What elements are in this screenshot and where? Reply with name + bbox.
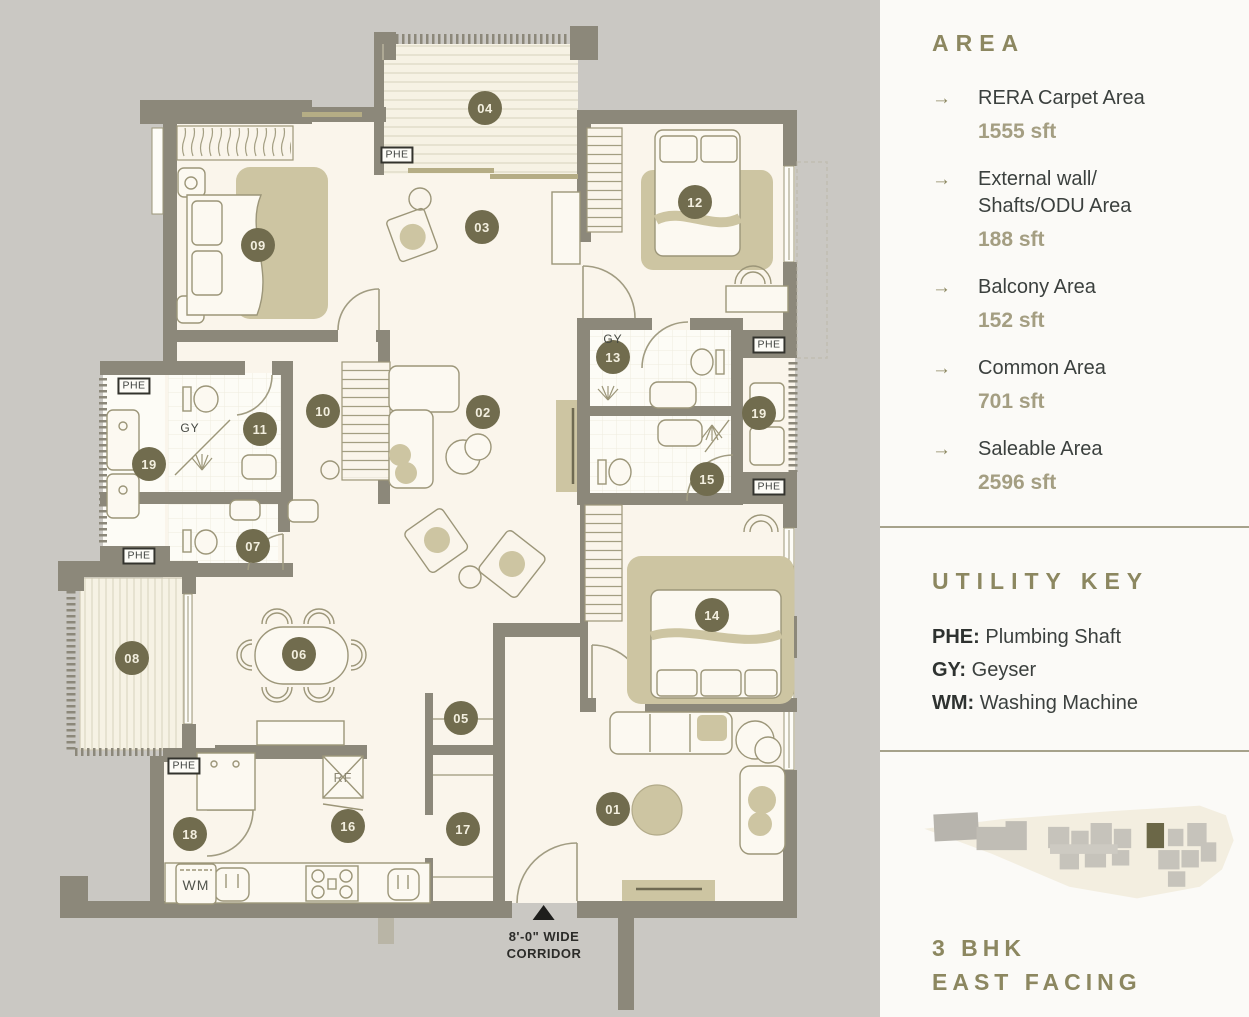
site-plan-icon <box>924 805 1234 899</box>
utility-list: PHE: Plumbing Shaft GY: Geyser WM: Washi… <box>932 621 1249 720</box>
bathroom-15 <box>597 419 730 486</box>
utility-18 <box>175 863 217 905</box>
utility-item-wm: WM: Washing Machine <box>932 687 1249 720</box>
unit-type-line2: EAST FACING <box>932 969 1142 995</box>
doors-layer <box>206 168 734 904</box>
utility-item-phe: PHE: Plumbing Shaft <box>932 621 1249 654</box>
utility-19-left <box>106 409 140 519</box>
area-item-value: 1555 sft <box>978 120 1057 143</box>
arrow-icon: → <box>932 88 951 109</box>
corridor-note: 8'-0" WIDE CORRIDOR <box>507 905 582 962</box>
foyer-03 <box>386 187 581 265</box>
area-item-label: Common Area <box>978 357 1106 379</box>
utility-key: PHE: <box>932 626 980 648</box>
site-plan-thumbnail <box>914 794 1249 915</box>
floorplan-drawing <box>58 26 828 1010</box>
info-sidebar: AREA → RERA Carpet Area 1555 sft → Exter… <box>880 0 1249 1017</box>
arrow-icon: → <box>932 169 951 190</box>
unit-type-line1: 3 BHK <box>932 935 1027 961</box>
area-section-title: AREA <box>932 30 1026 56</box>
entrance-arrow-icon <box>533 905 555 920</box>
area-item-value: 152 sft <box>978 309 1045 332</box>
living-02 <box>388 365 577 598</box>
section-divider <box>880 526 1249 528</box>
bedroom-12 <box>586 127 789 313</box>
bedroom-14 <box>584 504 794 704</box>
utility-key: GY: <box>932 659 967 681</box>
area-item-balcony: → Balcony Area 152 sft <box>932 274 1249 334</box>
section-divider <box>880 750 1249 752</box>
area-item-label: External wall/ Shafts/ODU Area <box>978 168 1132 217</box>
corridor-width-label: 8'-0" WIDE <box>508 929 580 944</box>
area-item-saleable: → Saleable Area 2596 sft <box>932 436 1249 496</box>
wardrobe-10 <box>320 361 391 481</box>
utility-desc: Plumbing Shaft <box>985 626 1121 648</box>
area-item-label: Saleable Area <box>978 438 1103 460</box>
area-item-label: RERA Carpet Area <box>978 87 1145 109</box>
bedroom-09 <box>151 125 328 324</box>
area-item-common: → Common Area 701 sft <box>932 355 1249 415</box>
area-item-label: Balcony Area <box>978 276 1096 298</box>
arrow-icon: → <box>932 439 951 460</box>
utility-desc: Washing Machine <box>979 692 1138 714</box>
area-item-value: 2596 sft <box>978 471 1057 494</box>
arrow-icon: → <box>932 358 951 379</box>
area-item-external: → External wall/ Shafts/ODU Area 188 sft <box>932 166 1249 253</box>
utility-item-gy: GY: Geyser <box>932 654 1249 687</box>
utility-desc: Geyser <box>971 659 1037 681</box>
bathroom-11 <box>174 385 277 480</box>
utility-key: WM: <box>932 692 975 714</box>
utility-key-section: UTILITY KEY PHE: Plumbing Shaft GY: Geys… <box>932 528 1249 720</box>
corridor-label: CORRIDOR <box>506 946 582 961</box>
bathroom-07 <box>182 499 319 555</box>
walls-layer <box>58 26 828 1010</box>
utility-section-title: UTILITY KEY <box>932 568 1150 594</box>
area-item-rera: → RERA Carpet Area 1555 sft <box>932 85 1249 145</box>
highlighted-unit-building <box>1146 823 1165 849</box>
area-item-value: 188 sft <box>978 228 1045 251</box>
furniture-layer <box>106 125 794 905</box>
arrow-icon: → <box>932 277 951 298</box>
area-item-value: 701 sft <box>978 390 1045 413</box>
unit-type-label: 3 BHK EAST FACING <box>932 931 1249 999</box>
area-list: → RERA Carpet Area 1555 sft → External w… <box>932 85 1249 496</box>
bathroom-13 <box>597 348 725 409</box>
living-01 <box>609 711 786 901</box>
